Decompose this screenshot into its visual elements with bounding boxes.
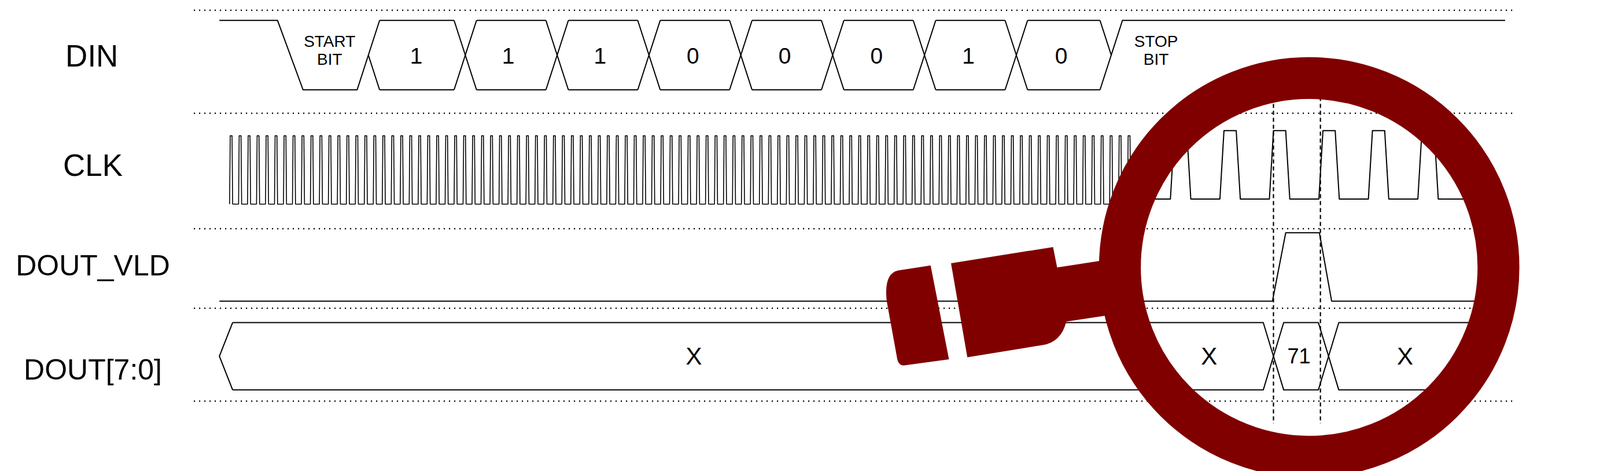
din-wave — [935, 19, 1006, 21]
din-crossing — [454, 20, 477, 90]
clock-wave — [229, 135, 1137, 205]
din-crossing — [913, 20, 936, 90]
marker-line — [1320, 97, 1322, 424]
din-wave — [379, 19, 455, 21]
din-wave — [568, 89, 639, 91]
din-wave — [476, 19, 547, 21]
din-wave — [219, 20, 380, 90]
bit-value: 0 — [1055, 43, 1068, 69]
din-crossing — [638, 20, 661, 90]
valid-wave — [219, 232, 1480, 301]
bus-wave — [232, 322, 1480, 390]
din-crossing — [821, 20, 844, 90]
din-crossing — [1005, 20, 1028, 90]
bit-value: 1 — [961, 43, 975, 69]
bit-label: START BIT — [296, 32, 363, 69]
signal-name: DOUT_VLD — [15, 249, 171, 282]
magnifier-cap — [886, 265, 950, 366]
row-separator — [193, 227, 1515, 230]
din-wave — [935, 89, 1006, 91]
bus-value: X — [1396, 343, 1414, 370]
bit-value: 0 — [778, 43, 792, 69]
bus-value: X — [686, 343, 703, 370]
din-crossing — [913, 20, 936, 90]
bit-value: 0 — [686, 43, 700, 69]
bus-value: 71 — [1287, 344, 1311, 368]
row-separator — [193, 400, 1515, 403]
signal-name: CLK — [63, 148, 123, 183]
bit-value: 1 — [502, 43, 515, 69]
bit-value: 1 — [410, 43, 423, 69]
din-wave — [1027, 89, 1100, 91]
row-separator — [193, 112, 1515, 115]
signal-name: DOUT[7:0] — [23, 353, 162, 386]
din-wave — [751, 89, 822, 91]
din-crossing — [638, 20, 661, 90]
din-crossing — [454, 20, 477, 90]
bus-wave — [219, 322, 233, 390]
din-crossing — [546, 20, 569, 90]
bus-wave — [232, 322, 1480, 390]
bit-label: STOP BIT — [1122, 32, 1190, 69]
din-crossing — [546, 20, 569, 90]
row-separator — [193, 307, 1515, 309]
bit-value: 1 — [593, 43, 607, 69]
din-crossing — [1005, 20, 1028, 90]
din-crossing — [729, 20, 752, 90]
magnifier-handle — [950, 246, 1115, 358]
din-wave — [660, 19, 730, 21]
din-wave — [379, 89, 455, 91]
din-wave — [368, 54, 380, 90]
din-wave — [660, 89, 730, 91]
din-wave — [568, 19, 639, 21]
signal-name: DIN — [65, 39, 119, 73]
row-separator — [193, 9, 1515, 11]
bus-value: X — [1200, 343, 1218, 370]
din-wave — [1100, 20, 1112, 55]
din-wave — [476, 89, 547, 91]
magnifier-ring — [1119, 78, 1499, 457]
din-crossing — [821, 20, 844, 90]
marker-line — [1272, 97, 1274, 424]
din-crossing — [729, 20, 752, 90]
din-wave — [843, 89, 914, 91]
din-wave — [751, 19, 822, 21]
bit-value: 0 — [869, 43, 883, 69]
din-wave — [843, 19, 914, 21]
din-wave — [1027, 19, 1100, 21]
